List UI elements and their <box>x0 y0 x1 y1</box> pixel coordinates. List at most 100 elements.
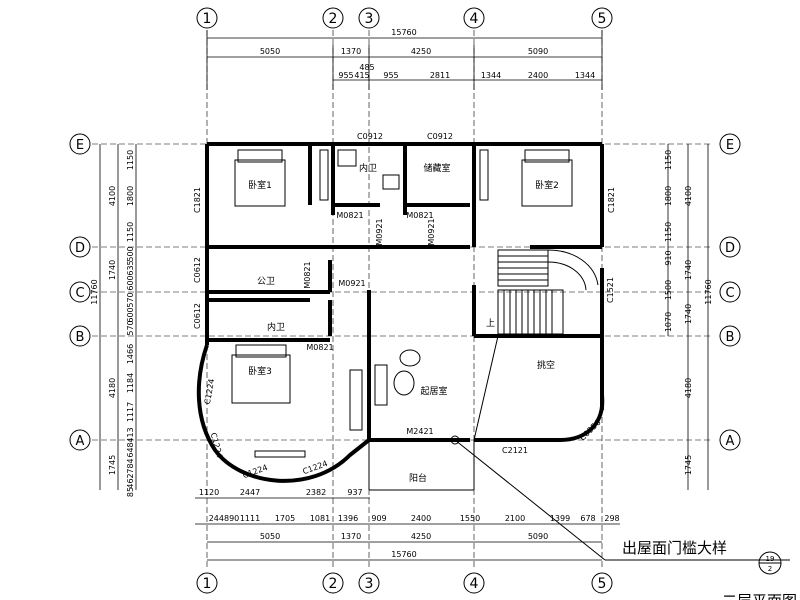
furniture <box>231 149 573 458</box>
dim-bot-1705: 1705 <box>275 514 295 523</box>
dim-top-415: 415 <box>354 71 369 80</box>
dim-left-in-0: 1150 <box>126 150 135 170</box>
window-C1821-right: C1821 <box>607 187 616 213</box>
dim-right-in-2: 1150 <box>664 222 673 242</box>
dim-right-1740b: 1740 <box>684 304 693 324</box>
dim-top-2811: 2811 <box>430 71 450 80</box>
dim-bot-298: 298 <box>604 514 619 523</box>
window-C1821-left: C1821 <box>193 187 202 213</box>
window-C1521: C1521 <box>606 277 615 303</box>
dim-bot-244890: 244890 <box>209 514 240 523</box>
plan-title: 二层平面图 <box>722 592 797 600</box>
door-M0921-c: M0921 <box>338 279 365 288</box>
axis-label-1-bottom: 1 <box>203 576 212 592</box>
dim-bot-2447: 2447 <box>240 488 260 497</box>
bottom-dimensions: 1120 2447 2382 937 244890 1111 1705 1081… <box>195 488 620 561</box>
room-bedroom3: 卧室3 <box>248 365 272 377</box>
window-C0912-b: C0912 <box>427 132 453 141</box>
door-M0821-a: M0821 <box>336 211 363 220</box>
dim-bot-4250: 4250 <box>411 532 431 541</box>
room-ensuite-left: 内卫 <box>267 321 285 333</box>
dim-top-1370: 1370 <box>341 47 361 56</box>
room-void: 挑空 <box>537 359 555 371</box>
axis-label-4-bottom: 4 <box>470 576 479 592</box>
axis-grid-lines <box>92 30 710 570</box>
dim-top-5050: 5050 <box>260 47 280 56</box>
axis-label-B-left: B <box>76 330 85 345</box>
dim-left-in-10: 1184 <box>126 373 135 393</box>
dim-left-in-4: 635 <box>126 260 135 275</box>
dim-right-4180: 4180 <box>684 378 693 398</box>
axis-label-1-top: 1 <box>203 11 212 27</box>
window-C2121: C2121 <box>502 446 528 455</box>
room-labels: 卧室1 卧室2 卧室3 内卫 储藏室 公卫 内卫 起居室 挑空 阳台 <box>248 162 559 484</box>
room-storage: 储藏室 <box>423 162 450 174</box>
room-bedroom2: 卧室2 <box>535 179 559 191</box>
stair: 上 <box>473 249 599 441</box>
dim-left-in-9: 1466 <box>126 344 135 364</box>
dim-bot-5090: 5090 <box>528 532 548 541</box>
left-dimensions: 11760 4100 1740 4180 1745 1150 1800 1150… <box>90 144 137 497</box>
axis-bubbles-left: E D C B A <box>69 133 91 451</box>
dim-bot-1550: 1550 <box>460 514 480 523</box>
dim-left-4180: 4180 <box>108 378 117 398</box>
dim-top-4250: 4250 <box>411 47 431 56</box>
dim-right-1740a: 1740 <box>684 260 693 280</box>
axis-label-D-right: D <box>725 241 735 256</box>
dim-right-in-1: 1800 <box>664 186 673 206</box>
room-balcony: 阳台 <box>409 472 427 484</box>
dim-left-in-16: 85 <box>126 487 135 497</box>
dim-left-total: 11760 <box>90 279 99 304</box>
axis-bubbles-right: E D C B A <box>719 133 741 451</box>
axis-label-A-left: A <box>76 434 85 449</box>
axis-label-A-right: A <box>726 434 735 449</box>
dim-bot-total: 15760 <box>391 550 416 559</box>
dim-left-in-12: 413 <box>126 427 135 442</box>
axis-label-5-top: 5 <box>598 11 607 27</box>
dim-bot-2400a: 2400 <box>411 514 431 523</box>
room-living: 起居室 <box>420 385 447 397</box>
dim-bot-1399: 1399 <box>550 514 570 523</box>
door-M2421: M2421 <box>406 427 433 436</box>
room-ensuite-top: 内卫 <box>359 162 377 174</box>
door-M0921-a: M0921 <box>375 218 384 245</box>
axis-label-3-top: 3 <box>365 11 374 27</box>
dim-left-in-15: 462 <box>126 473 135 488</box>
detail-ref-top: 19 <box>766 555 775 563</box>
dim-bot-937: 937 <box>347 488 362 497</box>
door-M0921-b: M0921 <box>427 218 436 245</box>
axis-bubbles-top: 1 2 3 4 5 <box>196 7 613 29</box>
dim-bot-1120: 1120 <box>199 488 219 497</box>
window-C0612-b: C0612 <box>193 303 202 329</box>
dim-top-5090: 5090 <box>528 47 548 56</box>
axis-label-2-top: 2 <box>329 11 338 27</box>
axis-label-3-bottom: 3 <box>365 576 374 592</box>
window-C0956: C0956 <box>578 418 603 443</box>
dim-right-1745: 1745 <box>684 455 693 475</box>
dim-right-in-0: 1150 <box>664 150 673 170</box>
axis-label-E-left: E <box>76 138 84 153</box>
dim-left-in-3: 500 <box>126 246 135 261</box>
axis-label-E-right: E <box>726 138 734 153</box>
dim-left-in-6: 570 <box>126 292 135 307</box>
dim-bot-1396: 1396 <box>338 514 358 523</box>
dim-right-total: 11760 <box>704 279 713 304</box>
dim-top-2400: 2400 <box>528 71 548 80</box>
dim-left-1745: 1745 <box>108 455 117 475</box>
walls <box>196 142 605 491</box>
door-M0821-c: M0821 <box>303 261 312 288</box>
dim-bot-1111: 1111 <box>240 514 260 523</box>
dim-right-in-5: 1070 <box>664 312 673 332</box>
dim-bot-2382: 2382 <box>306 488 326 497</box>
dim-bot-1081: 1081 <box>310 514 330 523</box>
dim-left-4100: 4100 <box>108 186 117 206</box>
dim-left-in-7: 600 <box>126 307 135 322</box>
window-C0612-a: C0612 <box>193 257 202 283</box>
dim-top-1344b: 1344 <box>575 71 595 80</box>
axis-label-B-right: B <box>726 330 735 345</box>
detail-callout: 出屋面门槛大样 19 2 <box>450 435 790 575</box>
detail-ref-bottom: 2 <box>768 565 772 573</box>
axis-label-4-top: 4 <box>470 11 479 27</box>
dim-left-in-14: 784 <box>126 458 135 473</box>
window-C0912-a: C0912 <box>357 132 383 141</box>
